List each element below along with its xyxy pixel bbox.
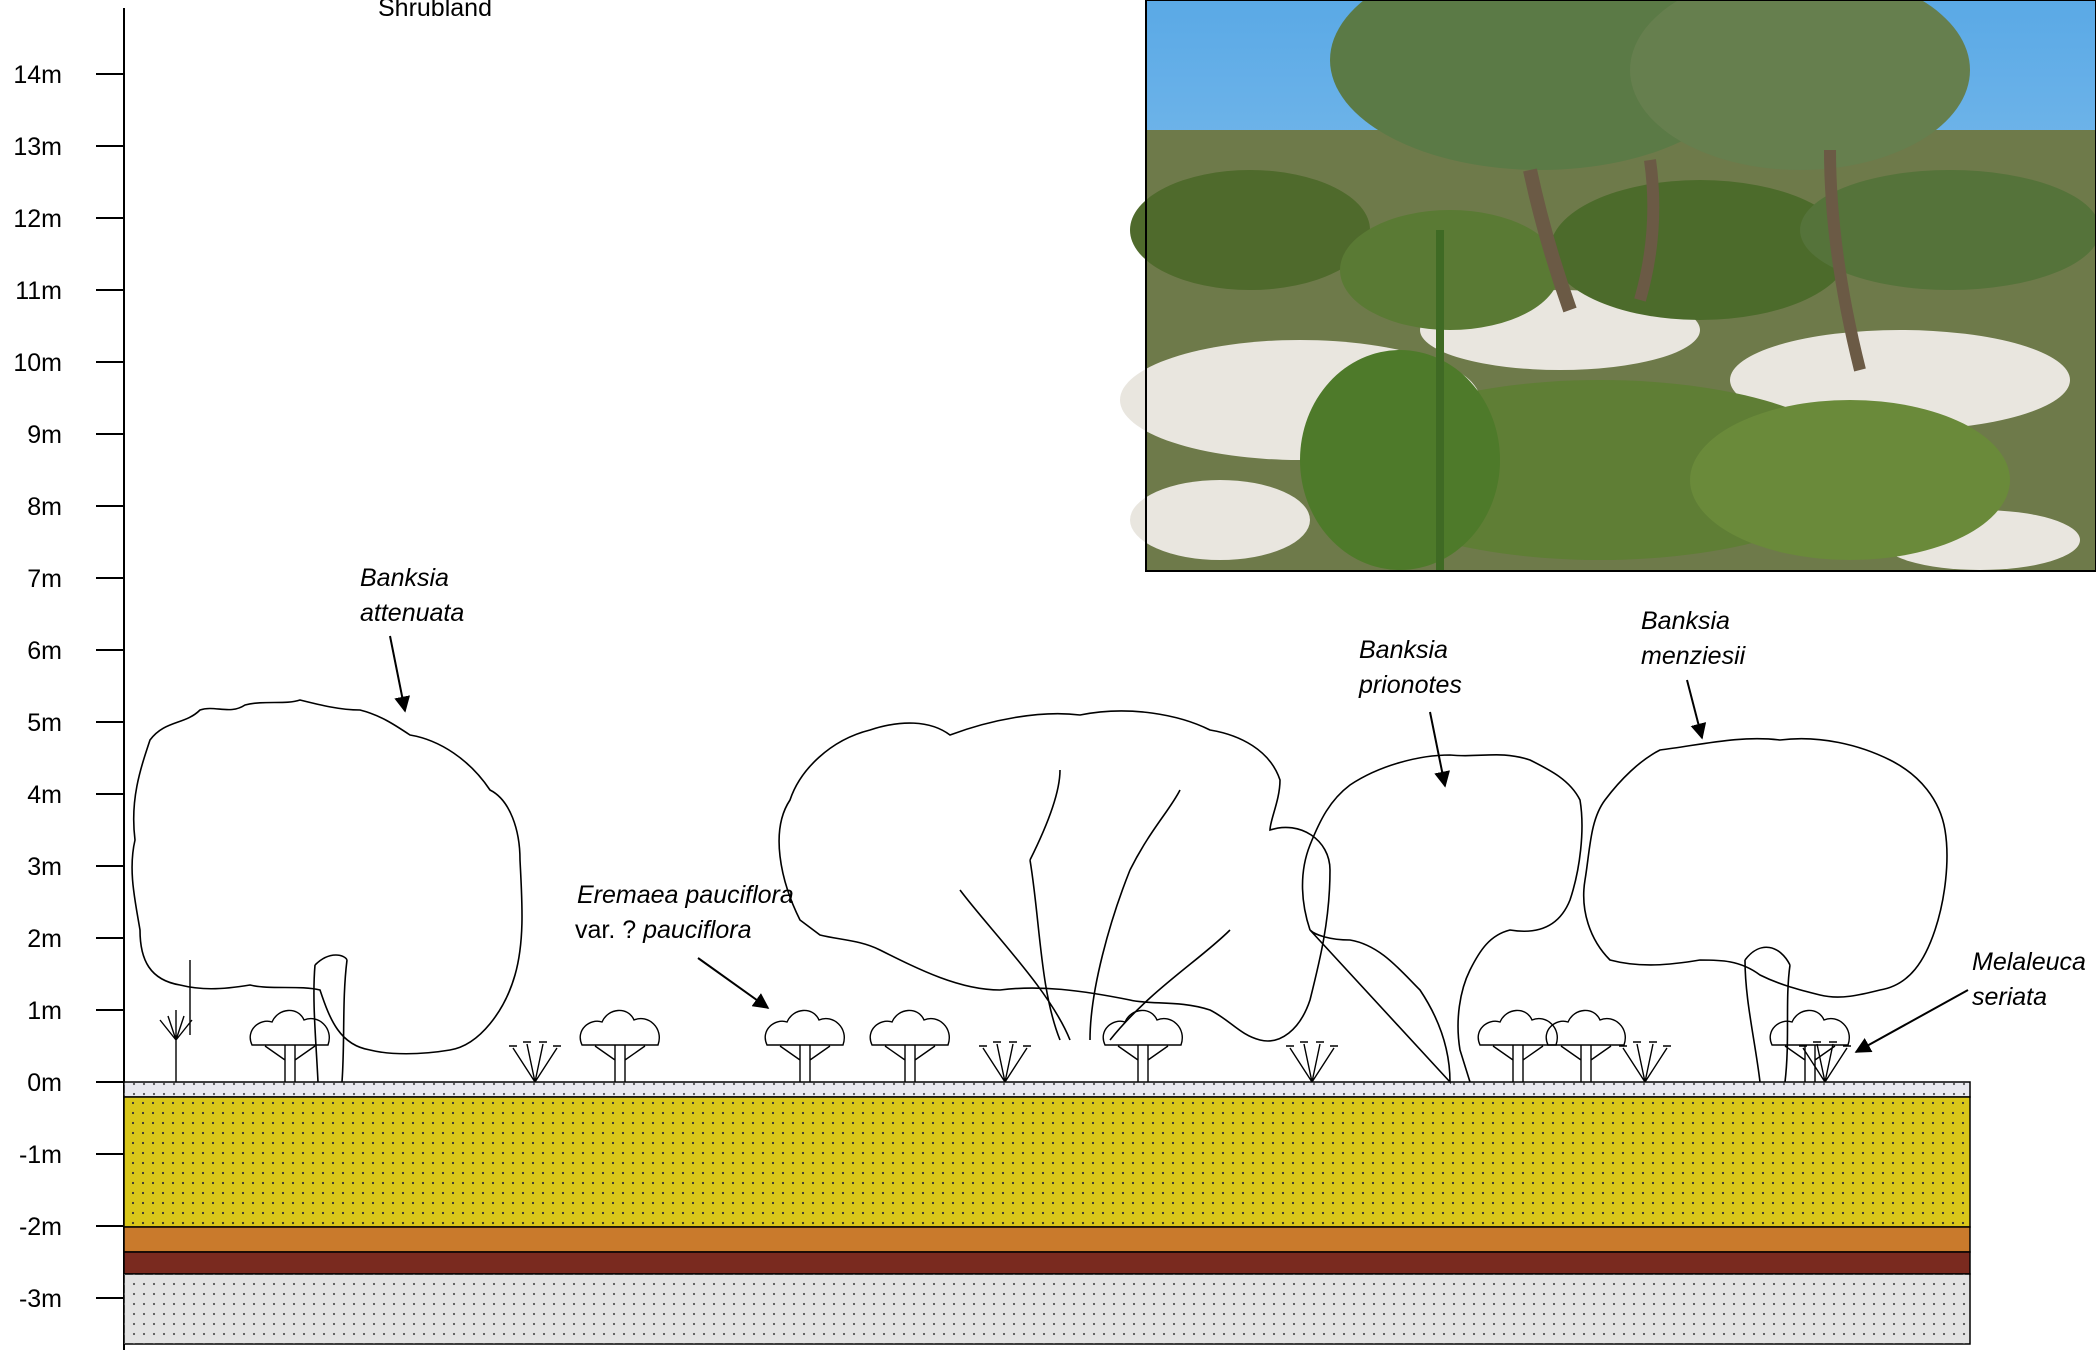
diagram-title: Shrubland	[378, 0, 492, 22]
shrub-melaleuca	[1286, 1042, 1338, 1082]
y-tick-label: 6m	[27, 637, 62, 665]
shrub-eremaea	[580, 1010, 659, 1082]
shrub-melaleuca	[1619, 1042, 1671, 1082]
shrub-melaleuca	[1799, 1042, 1851, 1082]
banksia-menziesii-drawing	[1584, 739, 1947, 1082]
y-tick-label: -1m	[19, 1141, 62, 1169]
y-tick-label: 0m	[27, 1069, 62, 1097]
shrub-eremaea	[870, 1010, 949, 1082]
y-tick-label: 10m	[13, 349, 62, 377]
label-melaleuca-line2: seriata	[1972, 983, 2047, 1011]
shrub-eremaea	[1770, 1010, 1849, 1082]
y-tick-label: 2m	[27, 925, 62, 953]
y-tick-label: 3m	[27, 853, 62, 881]
y-tick-label: 7m	[27, 565, 62, 593]
y-tick-label: -3m	[19, 1285, 62, 1313]
label-banksia-menziesii-line1: Banksia	[1641, 607, 1730, 635]
arrow-banksia-menziesii	[1687, 680, 1702, 738]
shrub-melaleuca	[509, 1042, 561, 1082]
grass-tree	[160, 960, 192, 1082]
y-tick-label: -2m	[19, 1213, 62, 1241]
y-tick-label: 8m	[27, 493, 62, 521]
y-tick-label: 4m	[27, 781, 62, 809]
y-axis-ticks: 14m 13m 12m 11m 10m 9m 8m 7m 6m 5m 4m 3m 2m 1m 0m -1m -2…	[13, 61, 124, 1313]
y-tick-label: 5m	[27, 709, 62, 737]
label-banksia-menziesii-line2: menziesii	[1641, 642, 1747, 670]
shrub-eremaea	[1103, 1010, 1182, 1082]
soil-layer-orange	[124, 1227, 1970, 1252]
site-photo	[1120, 0, 2096, 571]
soil-layer-brown	[124, 1252, 1970, 1274]
y-tick-label: 13m	[13, 133, 62, 161]
label-banksia-prionotes-line2: prionotes	[1358, 671, 1462, 699]
arrow-banksia-prionotes	[1430, 712, 1445, 786]
label-banksia-attenuata-line1: Banksia	[360, 564, 449, 592]
label-eremaea-var: var. ?	[575, 916, 643, 944]
y-tick-label: 11m	[15, 277, 62, 305]
y-tick-label: 9m	[27, 421, 62, 449]
shrub-eremaea	[1478, 1010, 1557, 1082]
label-eremaea-line2: var. ? pauciflora	[575, 916, 752, 944]
arrow-melaleuca	[1856, 990, 1968, 1052]
label-banksia-attenuata-line2: attenuata	[360, 599, 464, 627]
central-tree-drawing	[779, 711, 1330, 1041]
y-tick-label: 1m	[27, 997, 62, 1025]
banksia-prionotes-drawing	[1303, 755, 1582, 1082]
shrub-eremaea	[765, 1010, 844, 1082]
shrub-eremaea	[1546, 1010, 1625, 1082]
label-eremaea-italic: pauciflora	[642, 916, 751, 944]
label-banksia-prionotes-line1: Banksia	[1359, 636, 1448, 664]
y-tick-label: 12m	[13, 205, 62, 233]
label-melaleuca-line1: Melaleuca	[1972, 948, 2086, 976]
arrow-banksia-attenuata	[390, 636, 405, 711]
soil-profile	[124, 1082, 1970, 1344]
label-eremaea-line1: Eremaea pauciflora	[577, 881, 794, 909]
shrub-melaleuca	[979, 1042, 1031, 1082]
y-tick-label: 14m	[13, 61, 62, 89]
arrow-eremaea	[698, 958, 768, 1008]
shrub-drawings	[160, 960, 1851, 1082]
